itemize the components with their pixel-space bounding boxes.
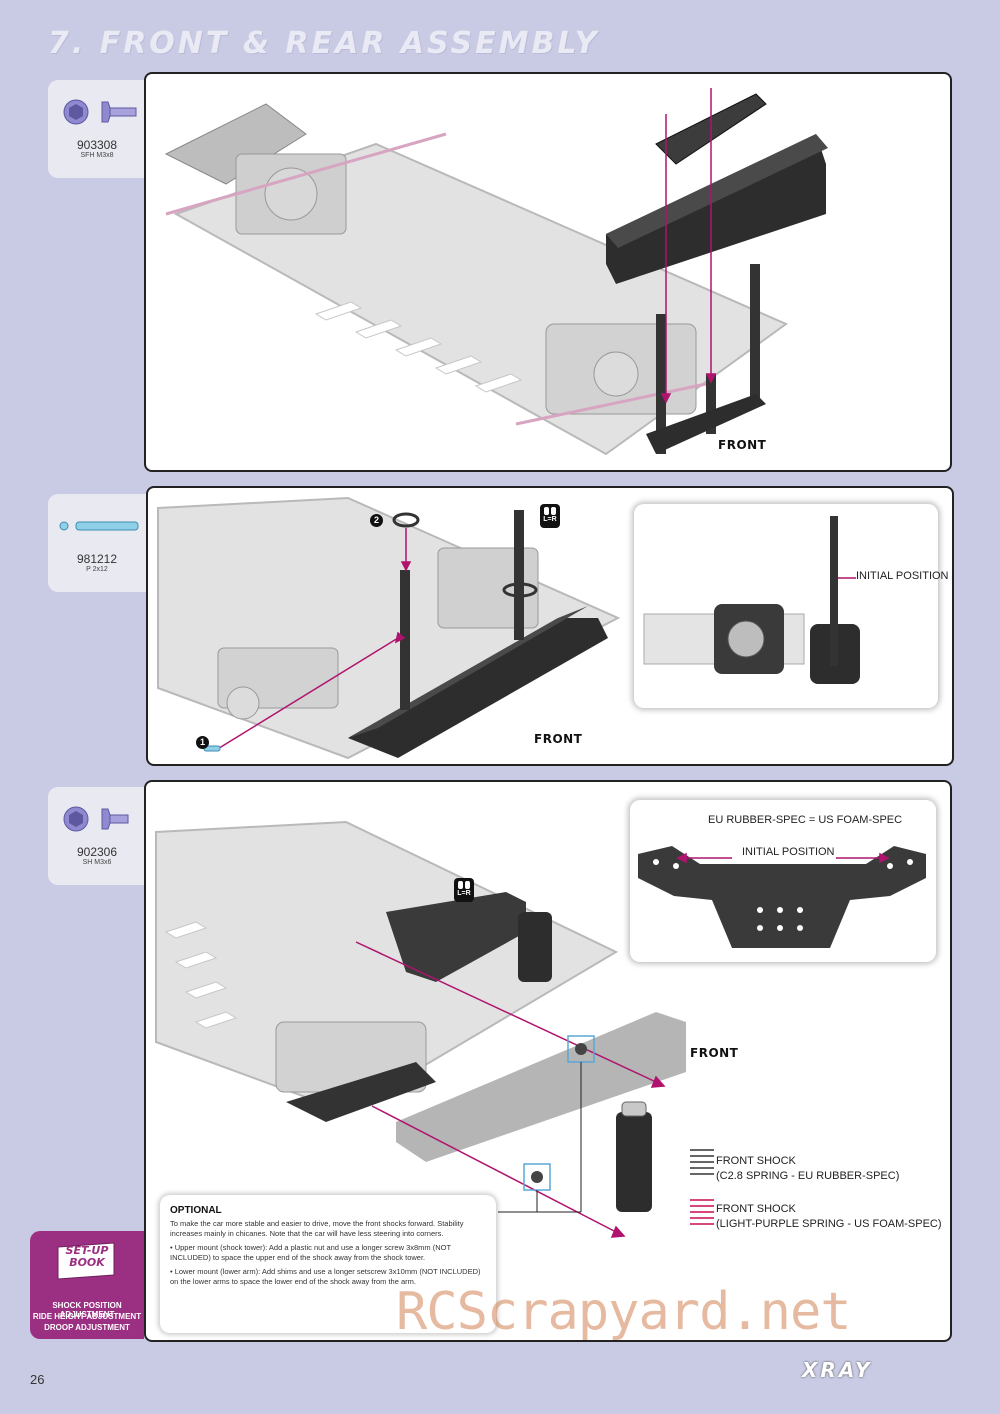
front-shock-us-line2: (LIGHT-PURPLE SPRING - US FOAM-SPEC)	[716, 1218, 942, 1230]
part-code: 902306	[76, 845, 118, 859]
part-card-902306: 902306 SH M3x6	[48, 787, 146, 885]
front-shock-eu-line2: (C2.8 SPRING - EU RUBBER-SPEC)	[716, 1170, 900, 1182]
brand-logo: XRAY	[802, 1358, 873, 1382]
optional-upper-mount: • Upper mount (shock tower): Add a plast…	[170, 1243, 451, 1262]
part-code: 903308	[76, 138, 118, 152]
setup-book-title-line1: SET-UP	[65, 1244, 109, 1257]
flat-head-screw-icon	[63, 806, 129, 832]
front-shock-us-label: FRONT SHOCK (LIGHT-PURPLE SPRING - US FO…	[716, 1202, 942, 1232]
setup-topic: RIDE HEIGHT ADJUSTMENT	[32, 1312, 142, 1321]
part-desc: P 2x12	[86, 566, 108, 573]
part-code: 981212	[76, 552, 118, 566]
initial-position-inset: INITIAL POSITION	[634, 504, 949, 708]
bumper-post-detail-illustration	[643, 516, 860, 684]
front-shock-us-line1: FRONT SHOCK	[716, 1203, 796, 1215]
watermark: RCScrapyard.net	[396, 1282, 852, 1342]
optional-intro: To make the car more stable and easier t…	[170, 1219, 464, 1238]
setup-book-reference: SET-UP BOOK SHOCK POSITION ADJUSTMENT RI…	[30, 1231, 144, 1339]
front-label: FRONT	[534, 732, 583, 746]
page-title: 7. FRONT & REAR ASSEMBLY	[48, 26, 600, 61]
assembly-panel-1: FRONT	[144, 72, 952, 472]
setup-book-title: SET-UP BOOK	[30, 1245, 144, 1269]
setup-topic: DROOP ADJUSTMENT	[44, 1323, 130, 1332]
chassis-bumper-post-illustration	[157, 496, 621, 760]
front-label: FRONT	[718, 438, 767, 452]
left-right-symmetry-badge: L=R	[540, 504, 560, 528]
step-number-1: 1	[196, 736, 209, 749]
spec-equivalence-title: EU RUBBER-SPEC = US FOAM-SPEC	[708, 814, 903, 826]
book-icon	[57, 1242, 115, 1280]
optional-lower-mount: • Lower mount (lower arm): Add shims and…	[170, 1267, 481, 1286]
part-card-903308: 903308 SFH M3x8	[48, 80, 146, 178]
chassis-front-bumper-illustration	[164, 88, 828, 456]
optional-title: OPTIONAL	[170, 1205, 222, 1216]
setup-book-title-line2: BOOK	[69, 1256, 105, 1269]
shock-tower-position-inset: EU RUBBER-SPEC = US FOAM-SPEC INITIAL PO…	[630, 800, 936, 962]
flat-head-screw-icon	[63, 99, 137, 125]
setup-topic: SHOCK POSITION ADJUSTMENT	[52, 1301, 122, 1319]
left-right-symmetry-badge: L=R	[454, 878, 474, 902]
optional-note: OPTIONAL To make the car more stable and…	[160, 1195, 496, 1333]
front-shock-eu-line1: FRONT SHOCK	[716, 1155, 796, 1167]
step-number-2: 2	[370, 514, 383, 527]
shock-tower-detail-illustration	[638, 846, 926, 948]
part-desc: SFH M3x8	[80, 152, 114, 159]
front-label: FRONT	[690, 1046, 739, 1060]
front-shock-eu-label: FRONT SHOCK (C2.8 SPRING - EU RUBBER-SPE…	[716, 1154, 899, 1184]
assembly-panel-2: 1 2 L=R FRONT INITIAL POSITION	[146, 486, 954, 766]
part-desc: SH M3x6	[82, 859, 112, 866]
initial-position-label: INITIAL POSITION	[742, 846, 835, 858]
pin-icon	[59, 521, 139, 531]
part-card-981212: 981212 P 2x12	[48, 494, 146, 592]
page-number: 26	[30, 1372, 45, 1387]
initial-position-label: INITIAL POSITION	[856, 570, 949, 582]
chassis-shock-mount-illustration	[155, 820, 714, 1238]
